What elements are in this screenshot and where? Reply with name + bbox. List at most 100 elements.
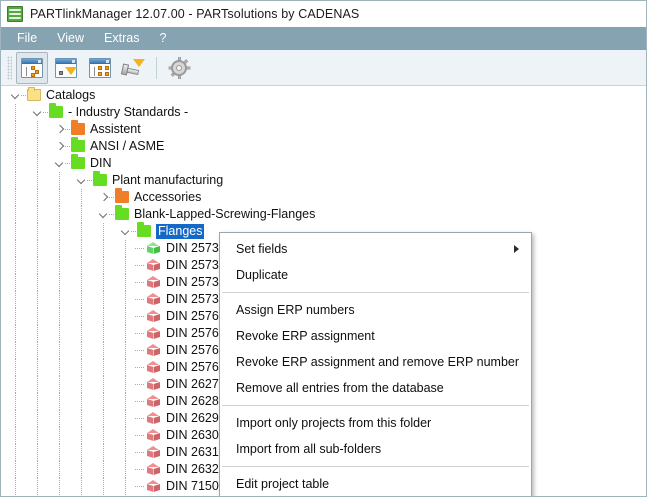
tree-guide-line [59,189,60,206]
tree-node[interactable]: - Industry Standards - [1,103,646,121]
context-menu-item-label: Revoke ERP assignment [236,329,375,343]
tree-guide-line [15,240,16,257]
tree-guide-line [103,291,104,308]
tree-node[interactable]: Blank-Lapped-Screwing-Flanges [1,205,646,223]
tree-guide-line [125,342,126,359]
tree-node[interactable]: Catalogs [1,87,646,104]
tree-guide-line [15,376,16,393]
chevron-right-icon[interactable] [55,125,64,134]
tree-guide-line [37,444,38,461]
menu-file[interactable]: File [17,31,38,45]
chevron-down-icon[interactable] [99,210,108,219]
tree-node[interactable]: Assistent [1,120,646,138]
tree-connector [135,401,145,402]
tree-node[interactable]: ANSI / ASME [1,137,646,155]
tree-guide-line [15,121,16,138]
tree-connector [65,146,70,147]
tree-guide-line [37,274,38,291]
tree-guide-line [125,393,126,410]
tree-guide-line [81,274,82,291]
tree-guide-line [125,376,126,393]
chevron-right-icon[interactable] [99,193,108,202]
tree-connector [135,299,145,300]
tree-guide-line [15,138,16,155]
cube-red-icon [147,378,160,391]
folder-green-icon [93,171,107,186]
tree-node-label: Accessories [134,190,202,204]
tree-guide-line [37,257,38,274]
tree-guide-line [103,325,104,342]
context-menu-item[interactable]: Duplicate [220,262,531,288]
tree-guide-line [59,206,60,223]
tree-guide-line [15,189,16,206]
context-menu-item[interactable]: Import from all sub-folders [220,436,531,462]
tree-guide-line [59,342,60,359]
menu-view[interactable]: View [57,31,85,45]
tree-guide-line [59,325,60,342]
menu-help[interactable]: ? [159,31,167,45]
menu-bar: File View Extras ? [1,27,646,50]
window-title: PARTlinkManager 12.07.00 - PARTsolutions… [30,7,360,21]
cube-red-icon [147,480,160,493]
tree-guide-line [103,393,104,410]
tree-guide-line [37,342,38,359]
tree-guide-line [15,206,16,223]
context-menu-item[interactable]: Revoke ERP assignment [220,323,531,349]
context-menu-item[interactable]: Remove all entries from the database [220,375,531,401]
toolbar-grip[interactable] [7,55,12,80]
context-menu-item[interactable]: Import only projects from this folder [220,410,531,436]
cube-red-icon [147,463,160,476]
tree-guide-line [37,427,38,444]
cube-red-icon [147,344,160,357]
tree-guide-line [125,427,126,444]
tree-node[interactable]: Flanges [1,222,646,240]
context-menu-item[interactable]: Set fields [220,236,531,262]
structure-table-button[interactable] [84,52,116,84]
tree-node[interactable]: Plant manufacturing [1,171,646,189]
tree-guide-line [125,478,126,495]
context-menu-item-label: Import from all sub-folders [236,442,382,456]
tree-node[interactable]: DIN [1,154,646,172]
chevron-down-icon[interactable] [33,108,42,117]
tree-guide-line [81,444,82,461]
tree-guide-line [37,359,38,376]
settings-button[interactable] [163,52,195,84]
tree-guide-line [15,393,16,410]
tree-guide-line [81,427,82,444]
tree-guide-line [59,257,60,274]
tree-guide-line [37,325,38,342]
filter-view-button[interactable] [50,52,82,84]
tree-node-label: Blank-Lapped-Screwing-Flanges [134,207,316,221]
folder-green-icon [49,103,63,118]
context-menu-item[interactable]: Assign ERP numbers [220,297,531,323]
cube-red-icon [147,259,160,272]
tree-guide-line [59,308,60,325]
database-icon [7,6,23,22]
context-menu-item[interactable]: Revoke ERP assignment and remove ERP num… [220,349,531,375]
tree-node[interactable]: Accessories [1,188,646,206]
tree-guide-line [15,155,16,172]
structure-view-button[interactable] [16,51,48,84]
tree-guide-line [15,359,16,376]
chevron-down-icon[interactable] [11,91,20,100]
tree-guide-line [15,291,16,308]
context-menu-item[interactable]: Edit project table [220,471,531,496]
chevron-down-icon[interactable] [55,159,64,168]
tree-guide-line [15,308,16,325]
folder-orange-icon [115,188,129,203]
tree-guide-line [15,427,16,444]
chevron-down-icon[interactable] [121,227,130,236]
tree-connector [135,486,145,487]
toolbar [1,50,646,86]
chevron-right-icon[interactable] [55,142,64,151]
cube-red-icon [147,395,160,408]
tree-guide-line [81,461,82,478]
context-menu-item-label: Revoke ERP assignment and remove ERP num… [236,355,520,369]
tree-guide-line [15,223,16,240]
part-filter-button[interactable] [118,52,150,84]
cube-red-icon [147,361,160,374]
menu-extras[interactable]: Extras [104,31,140,45]
chevron-down-icon[interactable] [77,176,86,185]
tree-guide-line [81,257,82,274]
